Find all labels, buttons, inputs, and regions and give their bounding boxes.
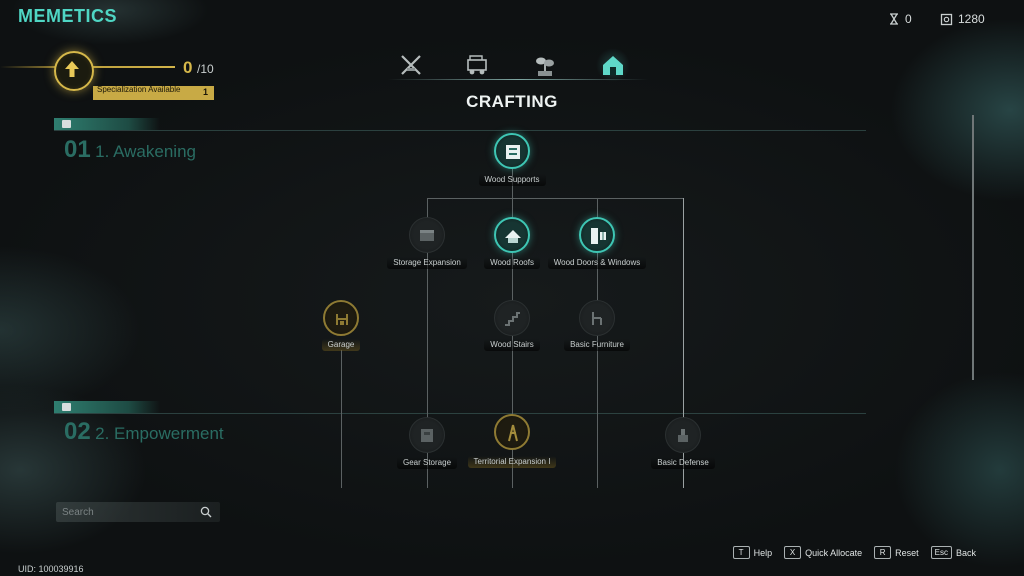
hint-label: Reset [895, 547, 919, 558]
specialization-label: Specialization Available [97, 86, 181, 94]
node-garage[interactable] [323, 300, 359, 336]
node-label: Basic Defense [628, 457, 738, 469]
tier-1-number: 01 [64, 136, 91, 163]
vehicle-tab[interactable] [460, 48, 494, 82]
hint-label: Back [955, 547, 976, 558]
house-icon [603, 56, 623, 75]
connector [427, 198, 428, 488]
tier-1-band [54, 118, 160, 130]
connector [683, 198, 684, 488]
tier-1-name: 1. Awakening [95, 142, 196, 161]
turret-icon [678, 429, 688, 442]
locker-icon [421, 429, 433, 442]
key-cap: X [784, 546, 802, 559]
combat-tab[interactable] [394, 48, 428, 82]
key-cap: T [732, 546, 750, 559]
wood-supports-icon [506, 145, 520, 159]
garage-icon [336, 314, 348, 325]
node-basic-defense[interactable] [665, 417, 701, 453]
specialization-count: 1 [202, 87, 208, 97]
tower-icon [508, 424, 518, 442]
connector [427, 198, 683, 199]
tier-2-band [54, 401, 160, 413]
level-up-button[interactable] [54, 51, 94, 91]
specialization-badge: Specialization Available 1 [93, 86, 214, 100]
lock-icon [62, 120, 71, 128]
coin-chip-icon [940, 13, 953, 25]
farming-tab[interactable] [528, 48, 562, 82]
node-label: Wood Roofs [457, 257, 567, 269]
level-max: /10 [197, 62, 214, 76]
hint-label: Help [753, 547, 773, 558]
node-label: Basic Furniture [542, 339, 652, 351]
node-label: Wood Stairs [457, 339, 567, 351]
crafting-tab[interactable] [596, 48, 630, 82]
tier-2-number: 02 [64, 418, 91, 445]
node-wood-stairs[interactable] [494, 300, 530, 336]
node-territorial-expansion[interactable] [494, 414, 530, 450]
node-gear-storage[interactable] [409, 417, 445, 453]
node-storage-expansion[interactable] [409, 217, 445, 253]
chip-currency: 1280 [940, 12, 985, 26]
hourglass-currency: 0 [888, 12, 912, 26]
storage-box-icon [420, 230, 434, 241]
chair-icon [592, 312, 602, 325]
door-window-icon [591, 228, 606, 244]
app-title: MEMETICS [18, 6, 118, 26]
stairs-icon [505, 312, 520, 326]
tier-1-header: 01 1. Awakening [64, 136, 196, 164]
node-label: Garage [286, 339, 396, 351]
lock-icon [62, 403, 71, 411]
page-heading: CRAFTING [466, 92, 558, 111]
node-label: Wood Doors & Windows [542, 257, 652, 269]
scrollbar[interactable] [972, 115, 974, 380]
plant-icon [536, 57, 554, 76]
tier-2-name: 2. Empowerment [95, 424, 224, 443]
search-icon[interactable] [200, 506, 212, 518]
chip-count: 1280 [958, 12, 985, 26]
node-basic-furniture[interactable] [579, 300, 615, 336]
node-wood-doors-windows[interactable] [579, 217, 615, 253]
key-cap: Esc [930, 546, 952, 559]
node-label: Wood Supports [457, 174, 567, 186]
level-current: 0 [183, 58, 193, 77]
node-label: Gear Storage [372, 457, 482, 469]
tab-underline [388, 79, 648, 80]
tier-2-panel [54, 413, 866, 494]
hourglass-count: 0 [905, 12, 912, 26]
roof-icon [505, 230, 521, 243]
node-wood-supports[interactable] [494, 133, 530, 169]
hourglass-icon [890, 13, 898, 25]
vehicle-icon [467, 55, 487, 75]
tier-2-header: 02 2. Empowerment [64, 418, 224, 446]
tier-1-panel [54, 130, 866, 381]
up-arrow-icon [65, 61, 79, 77]
search-input[interactable] [62, 505, 192, 519]
node-label: Territorial Expansion I [457, 456, 567, 468]
crossed-swords-icon [401, 55, 421, 75]
connector [341, 350, 342, 488]
hint-label: Quick Allocate [805, 547, 863, 558]
key-cap: R [874, 546, 892, 559]
search-bar [56, 502, 220, 522]
node-wood-roofs[interactable] [494, 217, 530, 253]
user-id: UID: 100039916 [18, 564, 84, 574]
node-label: Storage Expansion [372, 257, 482, 269]
level-widget: 0 /10 Specialization Available 1 [0, 38, 230, 100]
